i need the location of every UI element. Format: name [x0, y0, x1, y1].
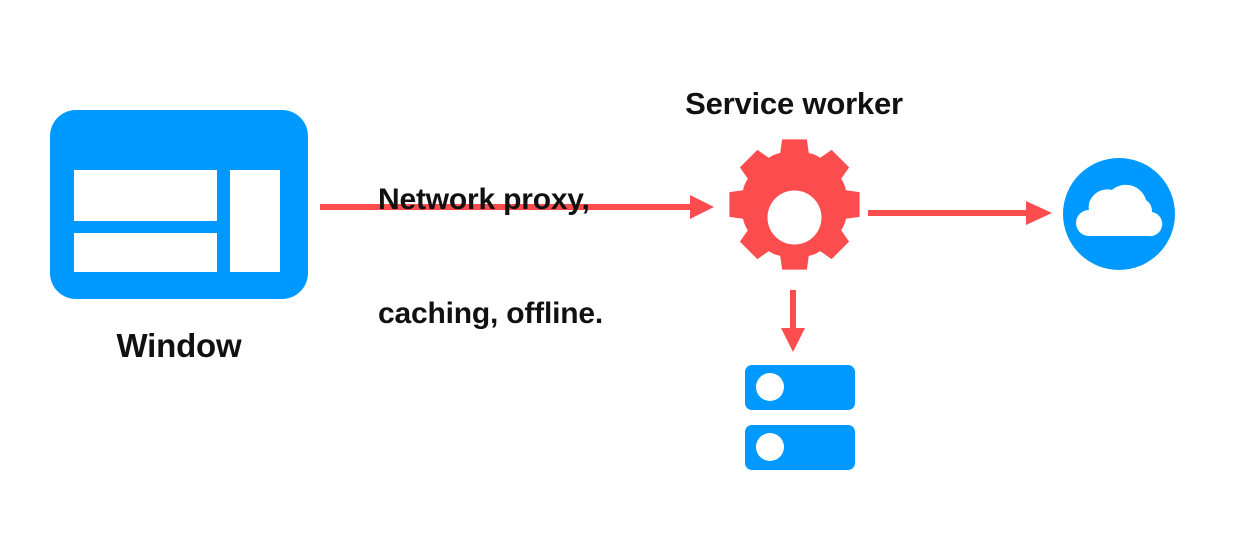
browser-window-pane-bottom-left	[74, 233, 217, 272]
cloud-shape	[1076, 184, 1163, 237]
arrow-service-worker-to-network	[868, 201, 1052, 225]
arrow-service-worker-to-cache	[781, 290, 805, 352]
arrow-head	[781, 328, 805, 352]
gear-icon[interactable]	[729, 139, 860, 270]
arrow-window-to-service-worker	[320, 195, 714, 219]
arrow-head	[690, 195, 714, 219]
browser-window-icon[interactable]	[50, 110, 308, 299]
arrow-head	[1026, 201, 1052, 225]
edge-label-line-2: caching, offline.	[378, 297, 603, 330]
database-indicator-bottom	[756, 433, 784, 461]
edge-label-network-proxy: Network proxy, caching, offline.	[378, 105, 650, 409]
database-indicator-top	[756, 373, 784, 401]
gear-center-hole	[767, 190, 822, 245]
browser-window-pane-top-left	[74, 170, 217, 221]
cloud-icon[interactable]	[1063, 158, 1175, 270]
service-worker-node-label: Service worker	[685, 86, 903, 121]
window-node-label: Window	[116, 327, 242, 364]
edge-label-line-1: Network proxy,	[378, 183, 590, 216]
database-icon[interactable]	[745, 365, 855, 470]
browser-window-pane-right	[230, 170, 280, 272]
